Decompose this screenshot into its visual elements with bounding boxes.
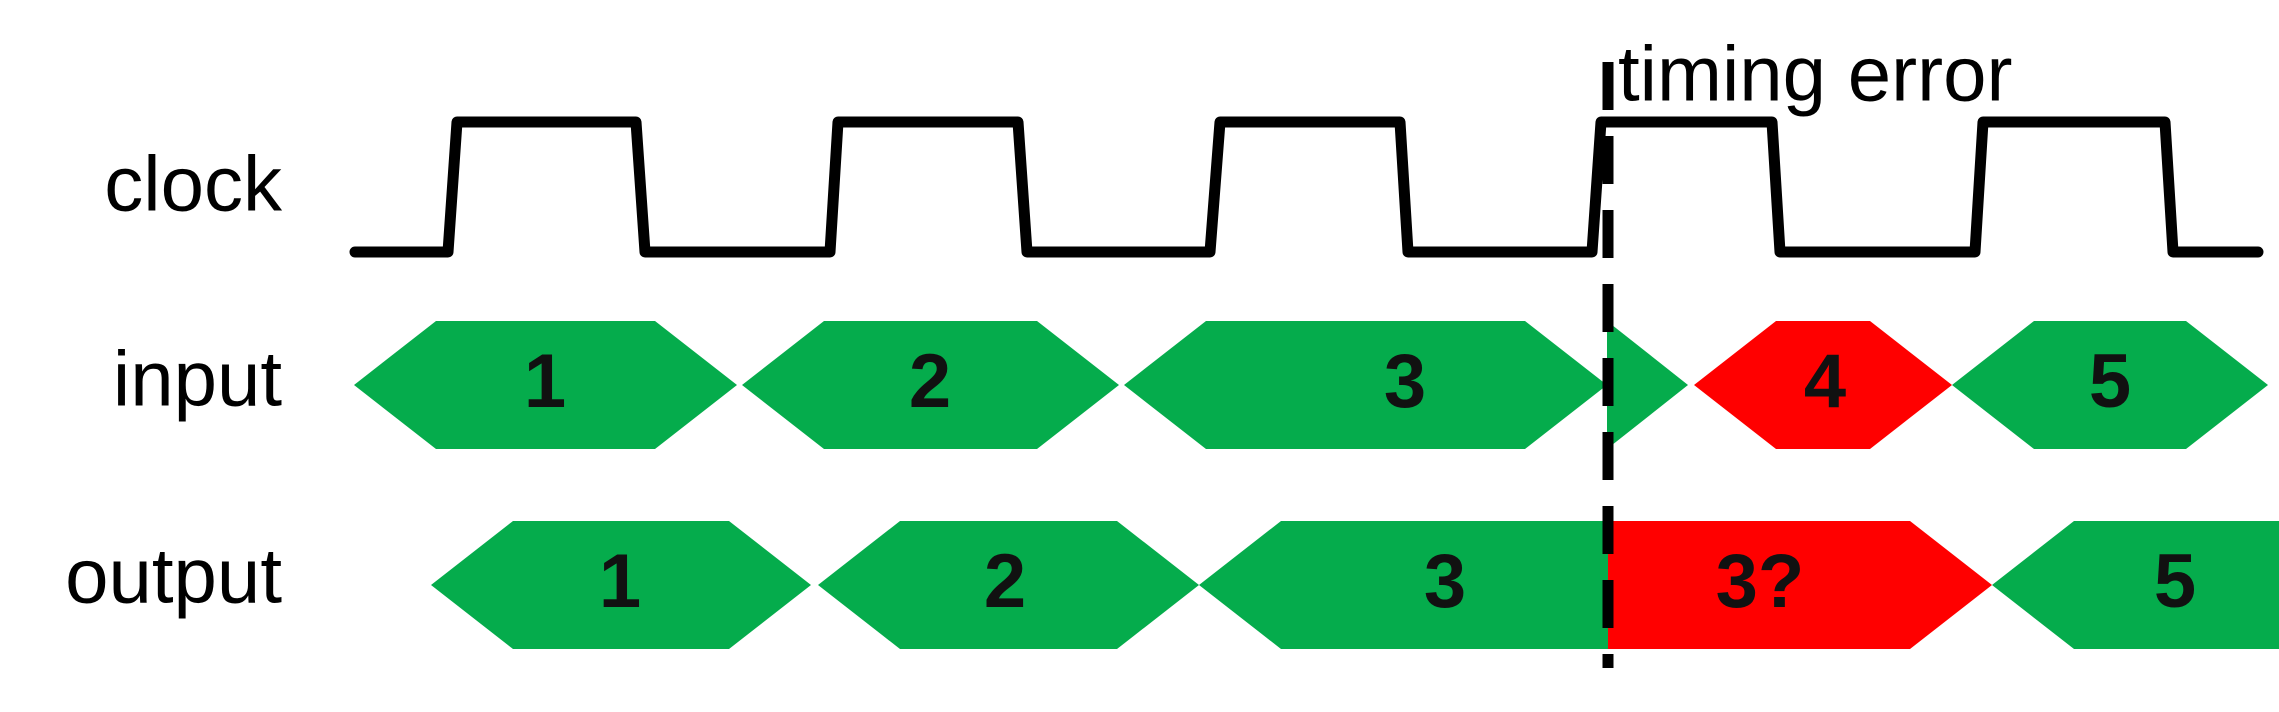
output-cell-4-error	[1608, 521, 1992, 649]
input-cell-label: 1	[524, 339, 566, 424]
output-cell-label: 5	[2154, 539, 2196, 624]
output-cell-3	[1199, 521, 1608, 649]
output-row: 1 2 3 3? 5	[431, 521, 2279, 649]
clock-waveform	[349, 116, 2264, 258]
output-cell-label: 3?	[1716, 539, 1805, 624]
output-cell-label: 3	[1424, 539, 1466, 624]
output-cell-1	[431, 521, 811, 649]
input-cell-label: 5	[2089, 339, 2131, 424]
input-cell-4	[1607, 321, 1688, 449]
output-cell-label: 2	[984, 539, 1026, 624]
input-cell-3	[1124, 321, 1607, 449]
input-row-label: input	[113, 335, 282, 423]
input-cell-label: 4	[1804, 339, 1846, 424]
timing-error-label: timing error	[1618, 30, 2012, 118]
input-row: 1 2 3 4 5	[354, 321, 2268, 449]
output-cell-label: 1	[599, 539, 641, 624]
output-cell-2	[818, 521, 1199, 649]
input-cell-1	[354, 321, 737, 449]
output-row-label: output	[65, 532, 282, 620]
input-cell-label: 2	[909, 339, 951, 424]
input-cell-2	[742, 321, 1119, 449]
input-cell-6	[1952, 321, 2268, 449]
clock-row-label: clock	[104, 140, 283, 228]
output-cell-5	[1992, 521, 2279, 649]
input-cell-label: 3	[1384, 339, 1426, 424]
input-cell-5-error	[1694, 321, 1952, 449]
